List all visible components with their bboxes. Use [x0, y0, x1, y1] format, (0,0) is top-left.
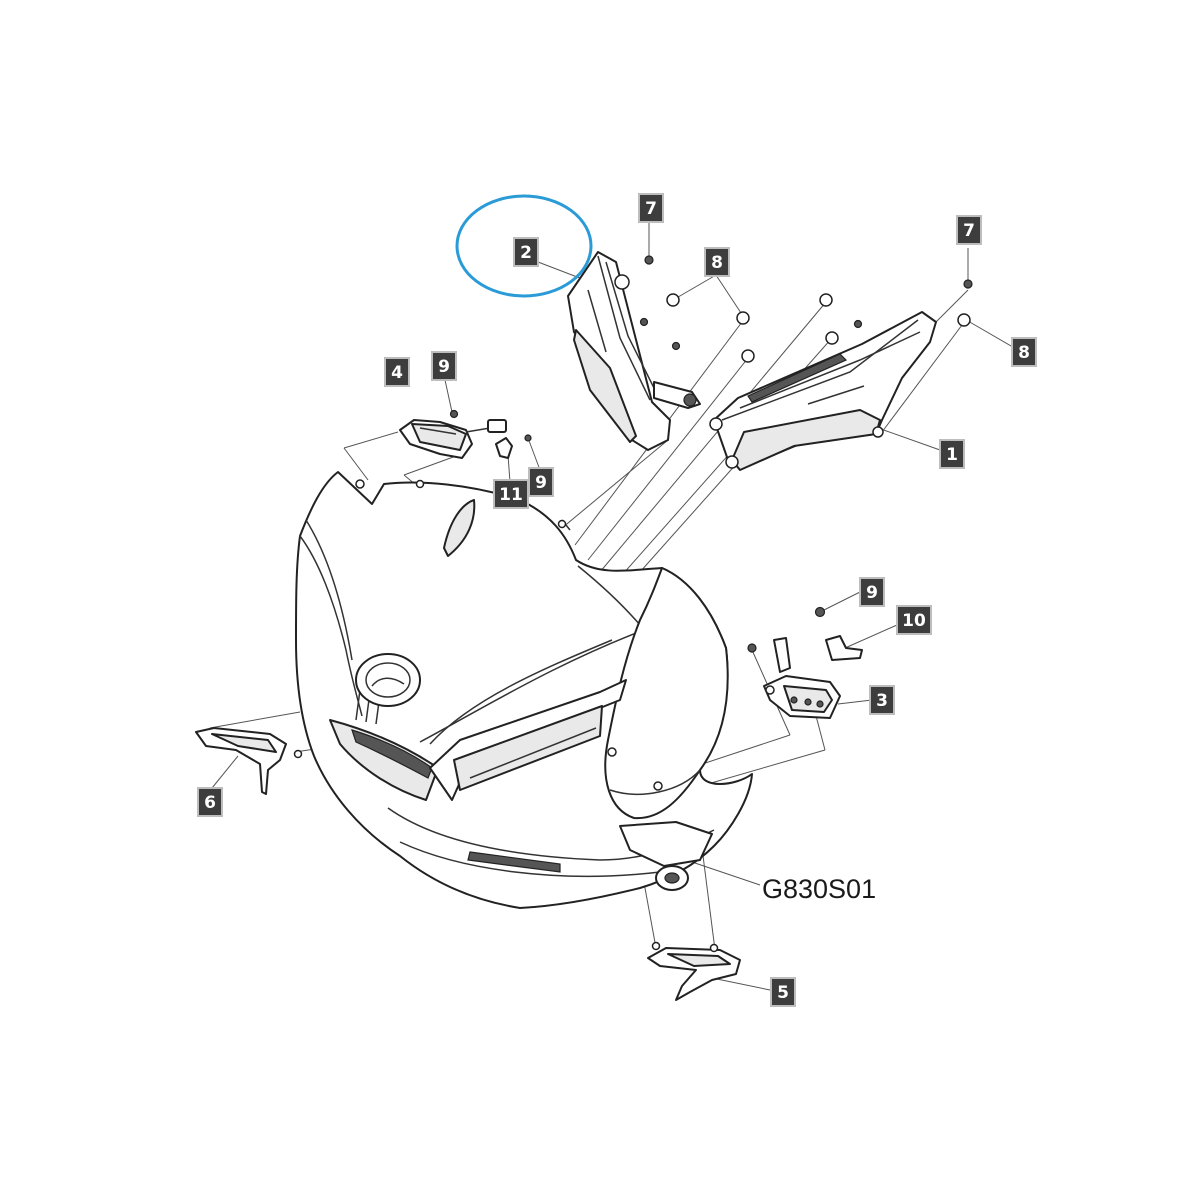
- svg-text:10: 10: [902, 611, 926, 631]
- position-lamp-left: [399, 409, 532, 459]
- air-duct-left: [195, 727, 303, 795]
- svg-text:3: 3: [876, 691, 888, 711]
- svg-text:5: 5: [777, 983, 789, 1003]
- svg-text:1: 1: [946, 445, 958, 465]
- svg-text:6: 6: [204, 793, 216, 813]
- svg-text:7: 7: [645, 199, 657, 219]
- diagram-code: G830S01: [762, 874, 876, 904]
- position-lamp-right: [747, 606, 863, 719]
- callout-8-right: 8: [1011, 337, 1037, 367]
- front-fairing: [295, 471, 753, 909]
- callout-4: 4: [384, 357, 410, 387]
- svg-text:2: 2: [520, 243, 532, 263]
- air-duct-lower: [647, 941, 741, 1001]
- callout-9-upper: 9: [431, 351, 457, 381]
- callout-9-middle: 9: [528, 467, 554, 497]
- svg-text:9: 9: [535, 473, 547, 493]
- callout-5: 5: [770, 977, 796, 1007]
- marker-light-left: [567, 251, 701, 451]
- svg-text:7: 7: [963, 221, 975, 241]
- svg-text:4: 4: [391, 363, 403, 383]
- callout-11: 11: [493, 479, 529, 509]
- callout-10: 10: [896, 605, 932, 635]
- svg-text:9: 9: [866, 583, 878, 603]
- highlight-ring: [455, 194, 593, 298]
- fasteners-upper: [639, 255, 973, 363]
- svg-text:8: 8: [1018, 343, 1030, 363]
- callout-7-right: 7: [956, 215, 982, 245]
- callout-3: 3: [869, 685, 895, 715]
- callout-6: 6: [197, 787, 223, 817]
- callout-1: 1: [939, 439, 965, 469]
- svg-text:8: 8: [711, 253, 723, 273]
- callout-9-right: 9: [859, 577, 885, 607]
- svg-text:11: 11: [499, 485, 523, 505]
- callout-2: 2: [513, 237, 539, 267]
- callout-8-left: 8: [704, 247, 730, 277]
- callout-7-left: 7: [638, 193, 664, 223]
- svg-text:9: 9: [438, 357, 450, 377]
- headlamp-right: [709, 311, 937, 471]
- brand-logo: [355, 653, 421, 707]
